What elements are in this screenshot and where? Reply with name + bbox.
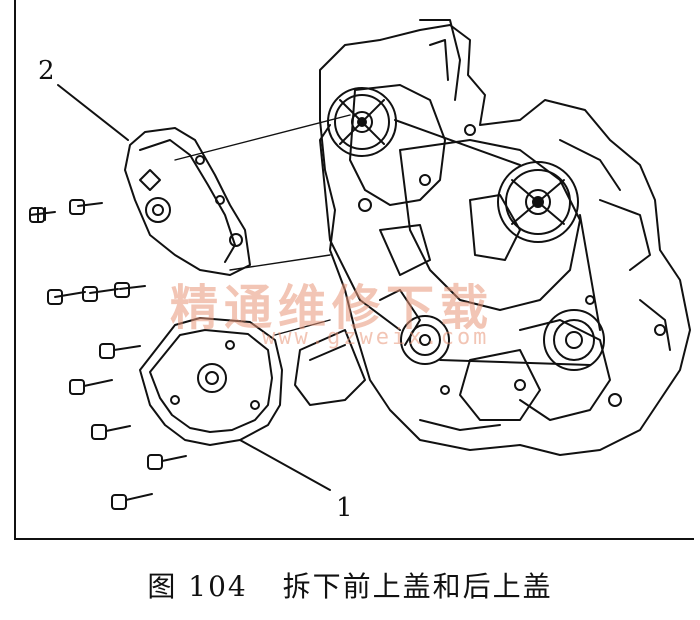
watermark-logo-text: 精通维修下载: [170, 280, 495, 336]
right-pulley: [497, 161, 579, 243]
callout-part-1: 1: [336, 493, 353, 523]
watermark-url: www.gzweix.com: [262, 325, 490, 350]
alignment-line-lower: [229, 254, 331, 271]
callout-part-2: 2: [38, 56, 55, 86]
front-upper-cover: [139, 317, 283, 446]
bolts-part-2: [29, 199, 146, 305]
lower-right-pulley: [543, 309, 605, 371]
frame-left-line: [14, 0, 16, 540]
bolts-part-1: [69, 343, 187, 510]
alignment-line-front: [274, 319, 331, 336]
figure-number: 图 104: [147, 570, 248, 603]
engine-drawing: [29, 19, 691, 510]
oil-filter: [294, 329, 366, 406]
upper-pulley: [327, 87, 397, 157]
frame-bottom-line: [14, 538, 694, 540]
alignment-line-upper: [174, 114, 351, 161]
figure-caption: 图 104 拆下前上盖和后上盖: [0, 565, 700, 605]
rear-upper-cover: [124, 127, 251, 276]
figure-title: 拆下前上盖和后上盖: [282, 570, 553, 603]
drive-belt: [319, 119, 601, 366]
leader-line-1: [239, 439, 331, 491]
engine-block: [319, 19, 691, 456]
leader-line-2: [57, 84, 129, 141]
center-idler: [400, 315, 450, 365]
